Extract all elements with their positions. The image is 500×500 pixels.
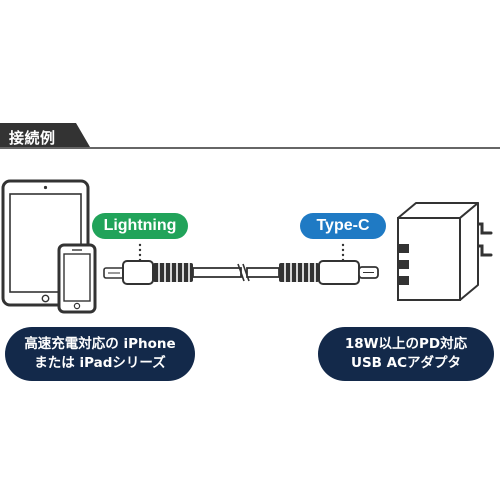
section-title: 接続例 (9, 129, 56, 147)
section-header (0, 121, 500, 151)
phone-icon (57, 243, 97, 314)
device-caption-line2: または iPadシリーズ (34, 355, 166, 371)
type-c-label: Type-C (300, 213, 386, 239)
lightning-leader-dots (138, 243, 142, 262)
device-caption-line1: 高速充電対応の iPhone (24, 336, 176, 352)
adapter-caption: 18W以上のPD対応 USB ACアダプタ (318, 327, 494, 381)
lightning-label: Lightning (92, 213, 188, 239)
cable-icon (103, 260, 379, 285)
adapter-caption-line1: 18W以上のPD対応 (344, 336, 468, 352)
type-c-leader-dots (341, 243, 345, 262)
adapter-caption-line2: USB ACアダプタ (350, 355, 462, 371)
ac-adapter-icon (397, 202, 493, 301)
device-caption: 高速充電対応の iPhone または iPadシリーズ (5, 327, 195, 381)
